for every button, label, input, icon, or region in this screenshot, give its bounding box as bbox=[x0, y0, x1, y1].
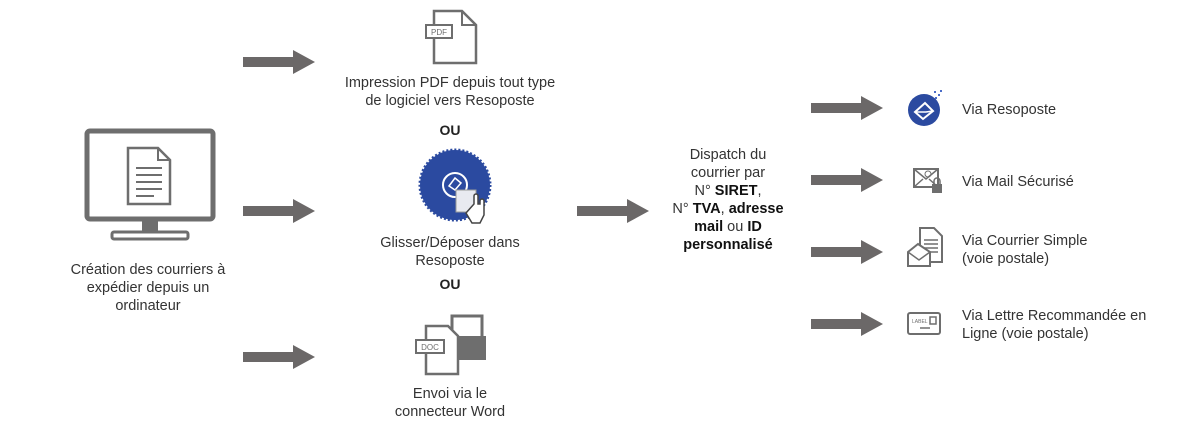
personnalise: personnalisé bbox=[683, 237, 773, 253]
arrow-right-icon bbox=[243, 345, 315, 369]
dispatch-text: Dispatch du courrier par N° SIRET, N° TV… bbox=[650, 146, 806, 254]
dispatch-line: courrier par bbox=[690, 165, 766, 181]
method-drag-label: Glisser/Déposer dans Resoposte bbox=[380, 235, 520, 269]
arrow-right-icon bbox=[811, 312, 883, 336]
arrow-right-icon bbox=[243, 50, 315, 74]
svg-text:PDF: PDF bbox=[431, 28, 447, 37]
registered-letter-icon: LABEL bbox=[907, 312, 941, 335]
resoposte-logo-icon bbox=[908, 90, 942, 126]
dispatch-line: N° TVA, adresse bbox=[650, 200, 806, 218]
text: , bbox=[720, 201, 725, 217]
word-connector-icon: DOC bbox=[415, 314, 486, 376]
arrow-right-icon bbox=[811, 240, 883, 264]
arrow-right-icon bbox=[577, 199, 649, 223]
text: ou bbox=[723, 219, 748, 235]
text: N° bbox=[672, 201, 693, 217]
siret: SIRET bbox=[714, 183, 758, 199]
channel-registered-label: Via Lettre Recommandée en Ligne (voie po… bbox=[962, 308, 1147, 342]
dispatch-line: mail ou ID bbox=[650, 218, 806, 236]
separator-or: OU bbox=[439, 276, 461, 292]
dispatch-line: Dispatch du bbox=[689, 147, 767, 163]
dispatch-line: N° SIRET, bbox=[650, 182, 806, 200]
tva: TVA bbox=[692, 201, 721, 217]
arrow-right-icon bbox=[243, 199, 315, 223]
mail: mail bbox=[694, 219, 724, 235]
svg-text:LABEL: LABEL bbox=[912, 319, 928, 325]
text: , bbox=[757, 183, 762, 199]
dispatch-line: personnalisé bbox=[650, 236, 806, 254]
computer-icon bbox=[84, 128, 216, 241]
pdf-file-icon: PDF bbox=[425, 9, 478, 65]
channel-simple-mail-label: Via Courrier Simple (voie postale) bbox=[962, 233, 1088, 267]
text: N° bbox=[694, 183, 715, 199]
secure-mail-icon bbox=[913, 168, 942, 193]
svg-text:DOC: DOC bbox=[421, 343, 439, 352]
simple-mail-icon bbox=[907, 227, 943, 267]
method-pdf-label: Impression PDF depuis tout type de logic… bbox=[344, 75, 556, 109]
arrow-right-icon bbox=[811, 96, 883, 120]
id: ID bbox=[747, 219, 762, 235]
arrow-right-icon bbox=[811, 168, 883, 192]
channel-resoposte-label: Via Resoposte bbox=[962, 102, 1057, 118]
channel-secure-mail-label: Via Mail Sécurisé bbox=[962, 174, 1074, 190]
drag-drop-icon bbox=[418, 148, 492, 224]
separator-or: OU bbox=[439, 122, 461, 138]
method-word-label: Envoi via le connecteur Word bbox=[394, 386, 506, 420]
source-caption: Création des courriers à expédier depuis… bbox=[70, 262, 226, 314]
adresse: adresse bbox=[728, 201, 784, 217]
